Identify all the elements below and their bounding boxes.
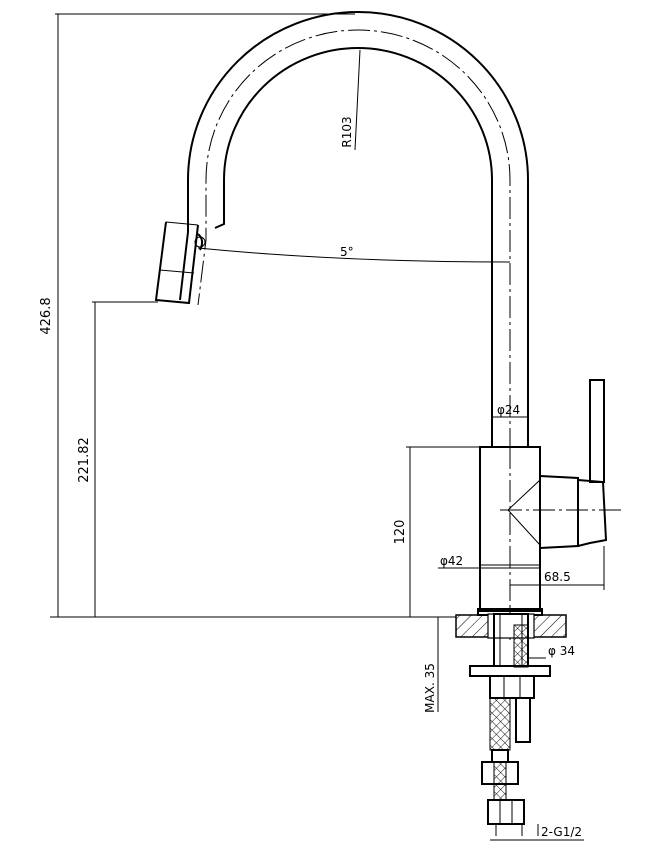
- body-diameter-label: φ42: [440, 554, 463, 568]
- body-height-label: 120: [393, 520, 408, 545]
- faucet-spout: [154, 11, 529, 450]
- dimension-lines: [50, 13, 605, 841]
- overall-height-label: 426.8: [39, 297, 54, 334]
- faucet-body: [477, 379, 622, 640]
- spout-height-label: 221.82: [77, 437, 92, 483]
- max-deck-thickness-label: MAX. 35: [423, 663, 437, 713]
- arc-radius-label: R103: [340, 116, 354, 147]
- mounting-assembly: [455, 613, 567, 836]
- mount-hole-diameter-label: φ 34: [548, 644, 575, 658]
- handle-reach-label: 68.5: [544, 570, 571, 584]
- pullout-angle-label: 5°: [340, 245, 354, 259]
- column-diameter-label: φ24: [497, 403, 520, 417]
- hose-connection-label: 2-G1/2: [541, 825, 582, 839]
